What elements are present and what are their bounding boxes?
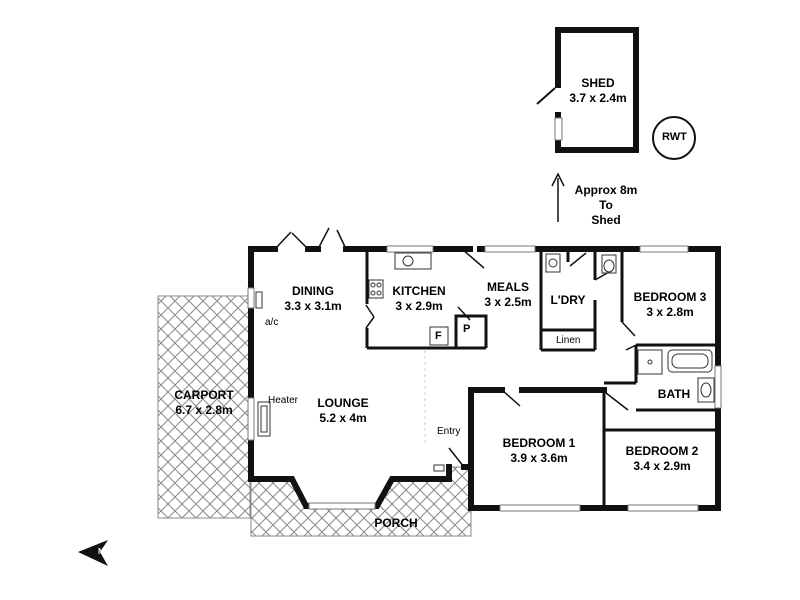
rwt-label: RWT — [662, 131, 687, 143]
shed-label: SHED 3.7 x 2.4m — [568, 76, 628, 106]
lounge-dims: 5.2 x 4m — [319, 411, 367, 425]
shed-note-line2: To — [599, 198, 613, 212]
shed-note: Approx 8m To Shed — [566, 183, 646, 228]
porch-label: PORCH — [366, 516, 426, 531]
shed-note-line3: Shed — [591, 213, 621, 227]
carport-name: CARPORT — [174, 388, 234, 402]
linen-label: Linen — [556, 335, 581, 346]
carport-dims: 6.7 x 2.8m — [175, 403, 233, 417]
carport-area — [157, 295, 251, 519]
bedroom1-label: BEDROOM 1 3.9 x 3.6m — [497, 436, 581, 466]
house-interior-walls — [365, 249, 718, 508]
meals-dims: 3 x 2.5m — [484, 295, 532, 309]
kitchen-label: KITCHEN 3 x 2.9m — [384, 284, 454, 314]
carport-label: CARPORT 6.7 x 2.8m — [168, 388, 240, 418]
north-compass — [78, 540, 108, 566]
door-swings — [274, 227, 637, 468]
bedroom2-name: BEDROOM 2 — [625, 444, 699, 458]
shed-dims: 3.7 x 2.4m — [569, 91, 627, 105]
entry-step — [433, 464, 445, 472]
dining-dims: 3.3 x 3.1m — [284, 299, 342, 313]
dining-name: DINING — [292, 284, 334, 298]
meals-name: MEALS — [487, 280, 529, 294]
windows — [247, 245, 722, 512]
bedroom1-dims: 3.9 x 3.6m — [510, 451, 568, 465]
shed-note-line1: Approx 8m — [574, 183, 638, 197]
heater-fixture — [257, 401, 271, 437]
ac-label: a/c — [265, 317, 279, 328]
bath-label: BATH — [652, 387, 696, 402]
shed-building — [536, 27, 639, 153]
bedroom3-name: BEDROOM 3 — [633, 290, 707, 304]
lounge-label: LOUNGE 5.2 x 4m — [305, 396, 381, 426]
bedroom1-name: BEDROOM 1 — [502, 436, 576, 450]
pantry-label: P — [463, 323, 471, 335]
kitchen-fixtures — [368, 252, 449, 346]
porch-name: PORCH — [374, 516, 418, 530]
meals-label: MEALS 3 x 2.5m — [473, 280, 543, 310]
lounge-name: LOUNGE — [317, 396, 369, 410]
fridge-label: F — [435, 330, 442, 342]
laundry-label: L'DRY — [545, 293, 591, 308]
kitchen-dims: 3 x 2.9m — [395, 299, 443, 313]
rwt-tank — [652, 116, 696, 160]
dining-label: DINING 3.3 x 3.1m — [278, 284, 348, 314]
shed-name: SHED — [581, 76, 615, 90]
bedroom2-dims: 3.4 x 2.9m — [633, 459, 691, 473]
heater-label: Heater — [268, 395, 299, 406]
entry-label: Entry — [437, 426, 461, 437]
compass-letter: N — [98, 547, 104, 556]
bath-fixtures — [637, 349, 715, 403]
bath-name: BATH — [657, 387, 691, 401]
bedroom3-dims: 3 x 2.8m — [646, 305, 694, 319]
bedroom3-label: BEDROOM 3 3 x 2.8m — [628, 290, 712, 320]
kitchen-name: KITCHEN — [392, 284, 446, 298]
bedroom2-label: BEDROOM 2 3.4 x 2.9m — [620, 444, 704, 474]
ac-unit — [255, 291, 263, 309]
laundry-fixtures — [545, 253, 617, 274]
laundry-name: L'DRY — [550, 293, 586, 307]
shed-direction-arrow — [551, 172, 565, 222]
